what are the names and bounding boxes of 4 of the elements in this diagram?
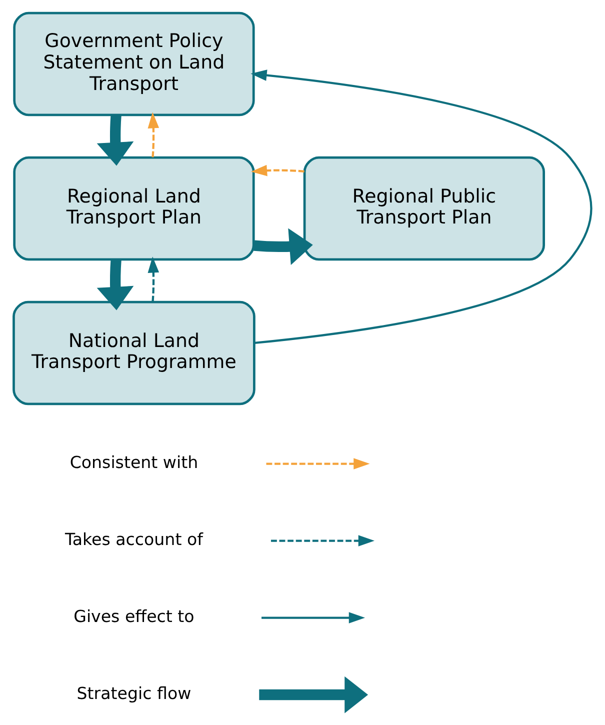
legend-label: Strategic flow — [76, 684, 192, 704]
legend-label: Consistent with — [70, 453, 198, 472]
legend-label: Takes account of — [64, 530, 203, 550]
legend-label: Gives effect to — [74, 607, 194, 626]
